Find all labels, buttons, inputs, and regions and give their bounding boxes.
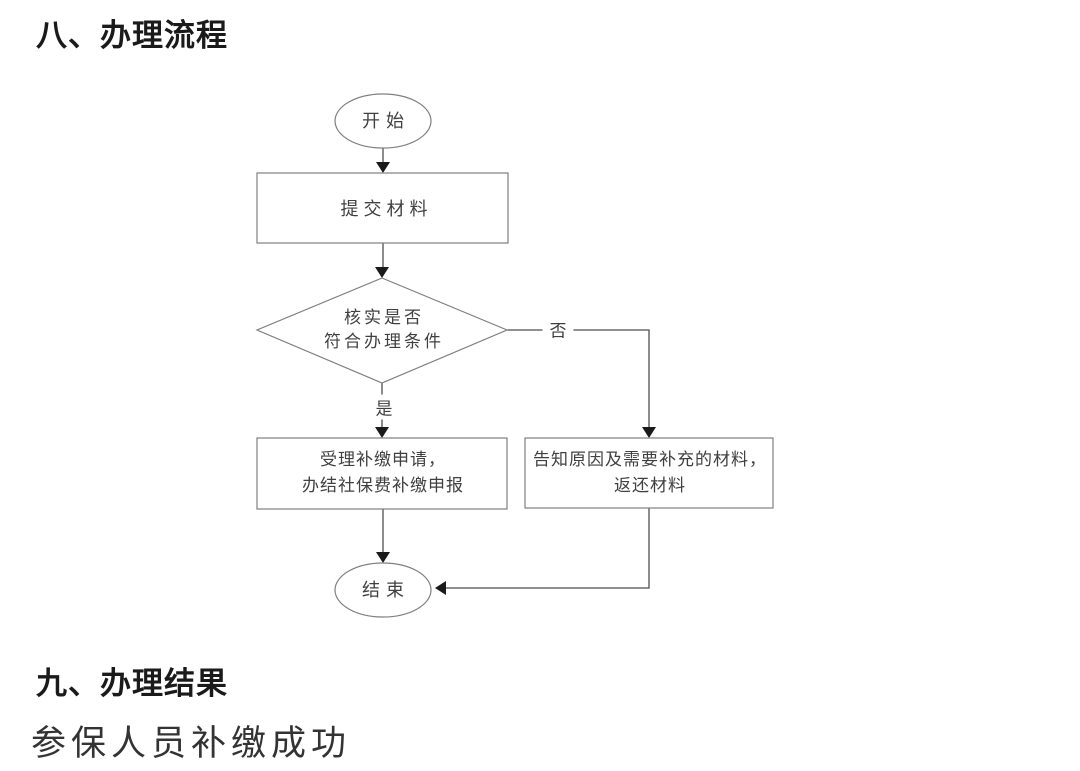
start-node-label: 开始	[362, 111, 410, 131]
decision-node-shape	[255, 277, 509, 384]
submit-node-label: 提交材料	[340, 199, 433, 219]
decision-node-label: 核实是否 符合办理条件	[324, 308, 444, 351]
start-node-shape	[334, 93, 432, 149]
section-heading-process: 八、办理流程	[36, 18, 228, 53]
section-heading-result: 九、办理结果	[36, 666, 228, 701]
result-body-text: 参保人员补缴成功	[31, 724, 352, 763]
notify-node-shape	[524, 437, 774, 509]
edge-label-no: 否	[542, 316, 574, 342]
arrowhead-start-submit	[376, 162, 390, 173]
arrowhead-notify-end	[435, 581, 446, 595]
edge-decision-notify	[507, 329, 650, 429]
arrowhead-accept-end	[376, 552, 390, 563]
notify-node-label: 告知原因及需要补充的材料， 返还材料	[533, 450, 767, 495]
edge-label-yes: 是	[368, 394, 400, 420]
arrowhead-submit-decision	[375, 267, 389, 278]
end-node-shape	[334, 562, 432, 618]
end-node-label: 结束	[362, 580, 410, 600]
accept-node-label: 受理补缴申请， 办结社保费补缴申报	[302, 450, 464, 495]
submit-node-shape	[256, 172, 509, 244]
flowchart-canvas	[255, 93, 774, 618]
accept-node-shape	[256, 437, 508, 510]
arrowhead-decision-notify	[642, 427, 656, 438]
edge-notify-end	[446, 508, 650, 589]
arrowhead-decision-accept	[375, 427, 389, 438]
